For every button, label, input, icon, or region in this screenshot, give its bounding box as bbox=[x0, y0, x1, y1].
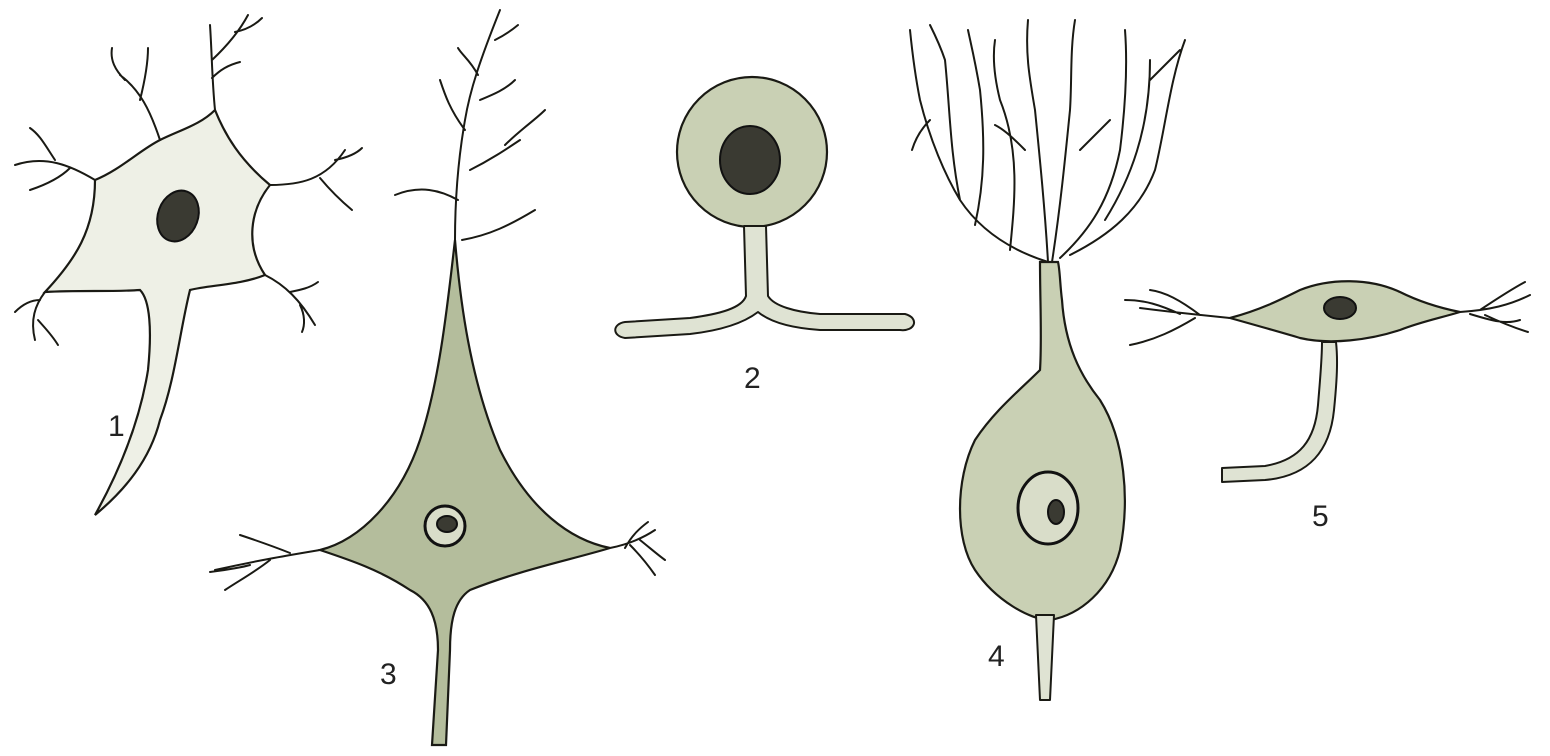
neuron-3-basal-dendrite bbox=[210, 535, 320, 590]
neuron-3-basal-dendrite bbox=[610, 522, 665, 575]
neuron-4-purkinje bbox=[910, 20, 1185, 700]
neuron-4-nucleolus bbox=[1048, 500, 1064, 524]
neuron-3-soma bbox=[320, 240, 610, 745]
neuron-5-dendrite bbox=[1125, 290, 1230, 345]
label-4: 4 bbox=[988, 640, 1005, 673]
neuron-5-bipolar bbox=[1125, 281, 1530, 482]
label-2: 2 bbox=[744, 362, 761, 395]
label-5: 5 bbox=[1312, 500, 1329, 533]
neuron-2-process bbox=[615, 226, 914, 338]
neuron-1-dendrite bbox=[265, 275, 318, 332]
neuron-1-multipolar bbox=[15, 15, 362, 515]
neuron-3-nucleolus bbox=[437, 516, 457, 532]
neuron-4-soma bbox=[960, 262, 1125, 620]
neuron-4-axon bbox=[1036, 615, 1054, 700]
neuron-1-dendrite bbox=[112, 48, 160, 140]
neuron-1-dendrite bbox=[15, 292, 58, 345]
neuron-4-dendritic-tree bbox=[910, 20, 1185, 262]
label-3: 3 bbox=[380, 658, 397, 691]
neuron-3-apical-dendrite bbox=[395, 110, 545, 240]
neuron-5-nucleus bbox=[1324, 297, 1356, 319]
label-1: 1 bbox=[108, 410, 125, 443]
neuron-1-dendrite bbox=[210, 15, 262, 110]
neuron-1-dendrite bbox=[15, 128, 95, 190]
neuron-3-apical-dendrite bbox=[440, 10, 518, 240]
neuron-5-process bbox=[1222, 342, 1337, 482]
neuron-1-dendrite bbox=[270, 148, 362, 210]
neuron-5-dendrite bbox=[1460, 282, 1530, 332]
neuron-3-pyramidal bbox=[210, 10, 665, 745]
neuron-2-nucleus bbox=[720, 126, 780, 194]
neuron-2-pseudounipolar bbox=[615, 77, 914, 338]
